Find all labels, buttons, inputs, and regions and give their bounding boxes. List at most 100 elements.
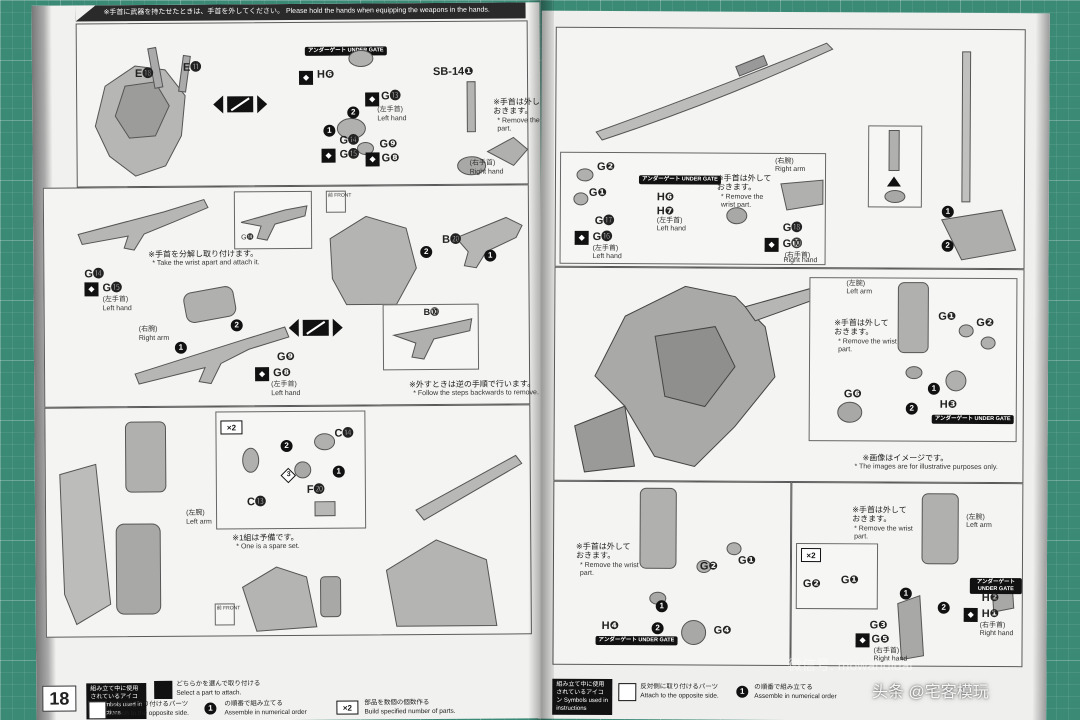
right-hand-label-en: Right hand bbox=[469, 168, 504, 176]
legend-order-en: Assemble in numerical order bbox=[754, 692, 837, 701]
part-label-c14: C⓮ bbox=[334, 427, 354, 440]
part-label-g8: G❽ bbox=[381, 152, 400, 165]
part-label-g3: G❸ bbox=[869, 619, 888, 632]
remove-wrist-note-jp: ※手首は外して おきます。 bbox=[493, 97, 545, 116]
attach-opposite-icon: ◆ bbox=[298, 70, 314, 85]
mech-torso-illustration bbox=[94, 46, 191, 177]
image-note-en: * The images are for illustrative purpos… bbox=[854, 463, 998, 472]
numeric-order-icon: 1 bbox=[736, 685, 749, 698]
wechat-watermark: 微信号: mowandidai bbox=[788, 657, 913, 673]
grip-detail-illustration bbox=[884, 129, 906, 204]
instruction-page-right: G❷ G❶ アンダーゲート UNDER GATE H❻ H❼ (左手首) Lef… bbox=[538, 10, 1050, 720]
multiply-icon: ×2 bbox=[336, 700, 359, 715]
swap-arrow-icon bbox=[213, 95, 268, 114]
step-number-1: 1 bbox=[323, 124, 336, 137]
step-panel-r1: G❷ G❶ アンダーゲート UNDER GATE H❻ H❼ (左手首) Lef… bbox=[554, 26, 1026, 270]
part-label-g1: G❶ bbox=[938, 310, 957, 323]
attach-opposite-icon: ◆ bbox=[855, 633, 870, 648]
right-hand-label-jp: (右手首) bbox=[979, 621, 1006, 630]
part-label-e11: E⓫ bbox=[182, 61, 202, 74]
right-hand-label-en: Right hand bbox=[979, 629, 1014, 638]
part-label-g13: G⓭ bbox=[381, 90, 401, 103]
sword-in-hand-illustration bbox=[941, 51, 1017, 261]
sub-step-box: (左腕) Left arm ※手首は外して おきます。 * Remove the… bbox=[808, 277, 1018, 443]
numeric-order-icon: 1 bbox=[204, 702, 217, 715]
step-panel-r2: (左腕) Left arm ※手首は外して おきます。 * Remove the… bbox=[553, 266, 1025, 484]
part-label-e18: E⓲ bbox=[134, 67, 154, 81]
right-arm-label-jp: (右腕) bbox=[138, 325, 158, 334]
legend-select-jp: どちらかを選んで取り付ける bbox=[176, 680, 261, 688]
part-label-h2: H❷ bbox=[981, 591, 1000, 605]
arm-shield-illustration bbox=[59, 421, 167, 626]
part-label-sb14: SB-14❶ bbox=[432, 65, 474, 78]
right-arm-label-en: Right arm bbox=[138, 334, 170, 343]
page-number: 18 bbox=[42, 685, 77, 712]
legend-order-en: Assemble in numerical order bbox=[224, 708, 307, 717]
legend-opposite-jp: 反対側に取り付けるパーツ bbox=[110, 700, 189, 709]
spare-set-note-jp: ※1組は予備です。 bbox=[232, 532, 299, 543]
step-panel-3: (左腕) Left arm ×2 C⓮ 2 1 3 F⓴ C⓭ ※1組は予備です… bbox=[44, 404, 532, 638]
attach-opposite-icon: ◆ bbox=[255, 367, 270, 382]
step-panel-r3: ※手首は外して おきます。 * Remove the wrist part. G… bbox=[552, 480, 792, 666]
wrist-parts-illustration bbox=[573, 168, 824, 225]
step-number-1: 1 bbox=[484, 249, 497, 262]
part-label-g10: G⓾ bbox=[782, 237, 803, 251]
page-edge-shadow bbox=[1032, 13, 1050, 720]
right-hand-label-en: Right hand bbox=[783, 256, 818, 265]
part-label-g2: G❷ bbox=[699, 560, 718, 573]
under-gate-badge: アンダーゲート UNDER GATE bbox=[931, 414, 1014, 425]
forearm-illustration bbox=[486, 136, 529, 167]
sub-step-box: ×2 C⓮ 2 1 3 F⓴ C⓭ bbox=[215, 410, 367, 530]
right-hand-label-jp: (右手首) bbox=[469, 159, 496, 167]
part-label-g18: G⓲ bbox=[782, 221, 803, 235]
front-label: 前 FRONT bbox=[216, 605, 241, 612]
warning-banner: ※手首に武器を持たせたときは、手首を外してください。 Please hold t… bbox=[75, 2, 526, 22]
mech-full-illustration bbox=[574, 285, 823, 473]
hand-parts-illustration bbox=[336, 49, 375, 155]
attach-opposite-icon: ◆ bbox=[321, 148, 336, 163]
part-label-g8: G❽ bbox=[273, 366, 291, 380]
legend-opposite-en: Attach to the opposite side. bbox=[110, 709, 189, 718]
detail-box-grip bbox=[867, 125, 923, 208]
step-number-2: 2 bbox=[280, 439, 293, 453]
footer-legend: 18 組み立て中に使用されているアイコン Symbols used in ins… bbox=[36, 674, 544, 720]
part-label-g1: G❶ bbox=[840, 574, 859, 587]
left-hand-label-en: Left hand bbox=[377, 115, 407, 123]
part-label-h1: H❶ bbox=[981, 607, 1000, 621]
step-number-2: 2 bbox=[651, 622, 664, 635]
step-number-2: 2 bbox=[230, 319, 243, 332]
image-note-jp: ※画像はイメージです。 bbox=[862, 453, 949, 463]
legend-select-en: Select a part to attach. bbox=[176, 689, 242, 697]
mech-arm-assembly-illustration bbox=[241, 566, 342, 632]
rifle-detail-illustration bbox=[391, 318, 473, 360]
part-label-g9: G❾ bbox=[379, 138, 398, 151]
reverse-steps-note-en: * Follow the steps backwards to remove. bbox=[413, 389, 539, 398]
part-label-g5: G❺ bbox=[871, 633, 890, 646]
step-number-1: 1 bbox=[332, 465, 345, 478]
attach-opposite-icon: ◆ bbox=[84, 282, 99, 297]
attach-opposite-icon bbox=[88, 701, 107, 720]
under-gate-badge: アンダーゲート UNDER GATE bbox=[595, 635, 678, 646]
legend-multiply-jp: 部品を数個の個数作る bbox=[364, 699, 430, 707]
part-label-g1: G❶ bbox=[737, 554, 756, 567]
attach-opposite-icon: ◆ bbox=[365, 152, 380, 167]
part-label-g2: G❷ bbox=[802, 578, 821, 591]
detail-box-b10: B⓾ bbox=[382, 303, 480, 371]
legend-title: 組み立て中に使用されているアイコン Symbols used in instru… bbox=[552, 678, 613, 716]
rifle-illustration bbox=[77, 198, 209, 251]
sword-on-back-illustration bbox=[385, 454, 523, 627]
step-number-2: 2 bbox=[347, 106, 360, 119]
hand-parts-illustration bbox=[837, 282, 996, 423]
attach-opposite-icon bbox=[618, 683, 637, 702]
left-arm-label-jp: (左腕) bbox=[186, 509, 205, 517]
detail-box-g14: G⓮ bbox=[233, 190, 313, 250]
weapon-handle-illustration bbox=[457, 81, 487, 176]
wrist-apart-note-en: * Take the wrist apart and attach it. bbox=[152, 259, 260, 267]
katana-illustration bbox=[595, 42, 834, 141]
legend-multiply-en: Build specified number of parts. bbox=[364, 707, 456, 716]
part-label-g15: G⓯ bbox=[102, 282, 123, 295]
left-hand-label-en: Left hand bbox=[271, 389, 301, 398]
sub-step-box: G❷ G❶ アンダーゲート UNDER GATE H❻ H❼ (左手首) Lef… bbox=[559, 151, 827, 266]
part-label-g9: G❾ bbox=[276, 350, 295, 364]
attach-opposite-icon: ◆ bbox=[963, 607, 978, 622]
